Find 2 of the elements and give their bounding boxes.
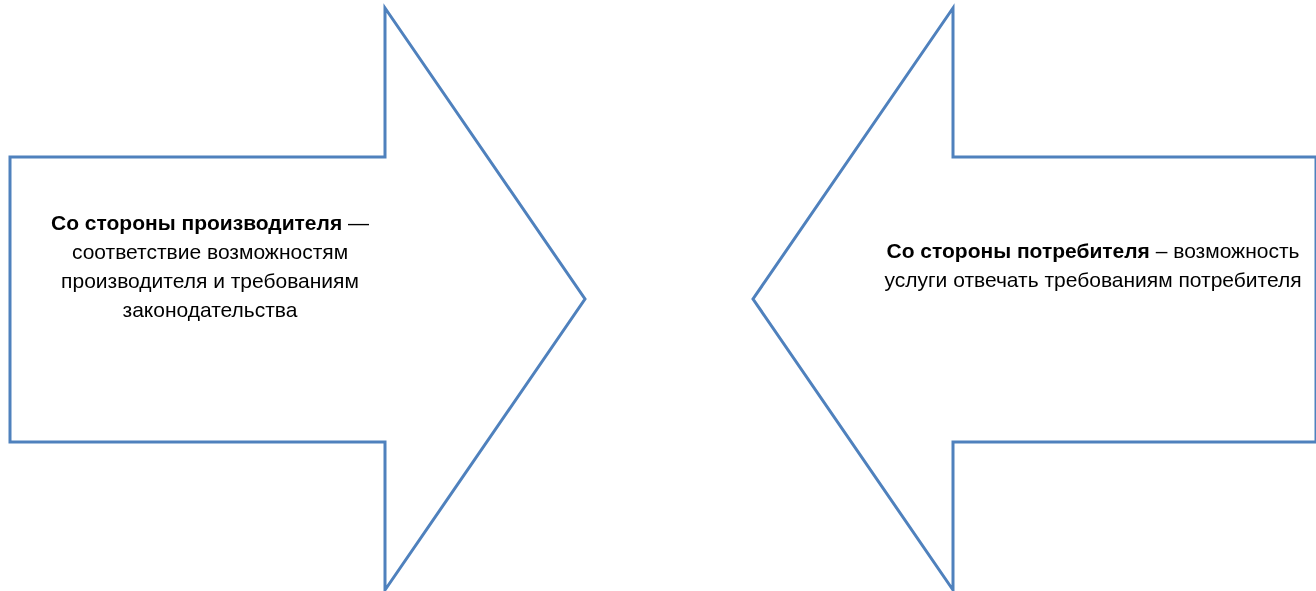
arrow-text: Со стороны потребителя – возможность услуги отвечать требованиям потребителя <box>883 238 1303 293</box>
arrow-text: Со стороны производителя — соответствие возможностям производителя и требованиям законодательства <box>50 210 370 323</box>
